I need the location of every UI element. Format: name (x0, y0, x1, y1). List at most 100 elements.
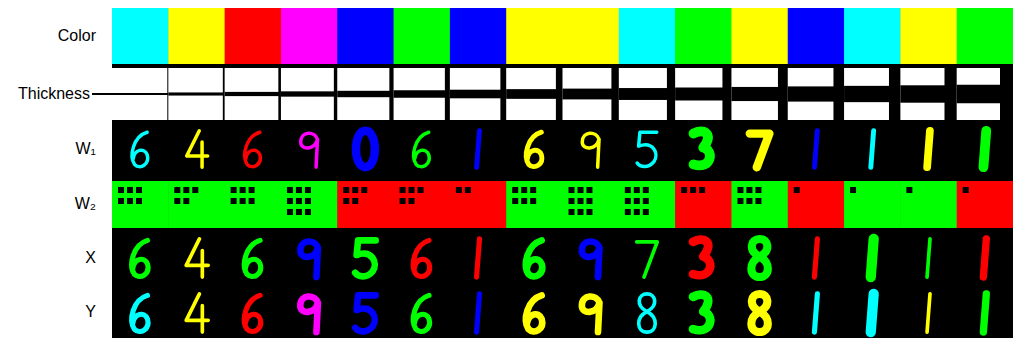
w2-square (409, 187, 415, 193)
w2-square (587, 187, 593, 193)
w1-digit (414, 132, 429, 166)
w2-square (465, 187, 471, 193)
y-digit (132, 295, 148, 331)
w1-digit (582, 133, 599, 167)
w2-square (634, 198, 640, 204)
thickness-bar (225, 92, 282, 96)
w2-square (361, 187, 367, 193)
color-cell (225, 8, 282, 64)
w2-cell (394, 181, 451, 228)
thickness-cell (112, 68, 169, 120)
w2-square (850, 187, 856, 193)
x-digit (300, 241, 318, 277)
y-digit (582, 296, 600, 332)
w2-square (963, 187, 969, 193)
w2-square (634, 209, 640, 215)
row-label: Y (85, 303, 96, 321)
thickness-bar (619, 88, 676, 100)
digit-stroke (414, 132, 429, 166)
w2-square (578, 209, 584, 215)
y-digit (300, 296, 318, 332)
w2-square (578, 198, 584, 204)
color-cell (281, 8, 338, 64)
w2-square (409, 198, 415, 204)
x-digit (871, 239, 874, 277)
w2-square (755, 187, 761, 193)
w1-digit (815, 131, 818, 167)
thickness-cell (563, 68, 620, 120)
color-cell (168, 8, 225, 64)
digit-stroke (582, 296, 600, 332)
y-digit (355, 295, 376, 331)
y-digit (751, 294, 768, 332)
w2-square (287, 187, 293, 193)
w2-square (305, 209, 311, 215)
digit-stroke (526, 295, 542, 331)
w2-cell (112, 181, 169, 228)
color-cell (450, 8, 507, 64)
w2-square (530, 198, 536, 204)
w2-square (578, 187, 584, 193)
y-digit (244, 295, 260, 331)
x-digit (355, 240, 376, 276)
w2-square (287, 198, 293, 204)
w2-cell (731, 181, 788, 228)
y-digit (693, 295, 710, 331)
thickness-bar (281, 91, 338, 96)
w2-square (305, 198, 311, 204)
w2-square (569, 187, 575, 193)
thickness-bar (112, 93, 169, 95)
w2-square (296, 209, 302, 215)
w2-square (231, 198, 237, 204)
w2-cell (225, 181, 282, 228)
thickness-bar (394, 90, 451, 98)
digit-stroke (132, 132, 147, 166)
w2-cell (844, 181, 901, 228)
x-digit (526, 240, 542, 276)
x-digit (132, 240, 148, 276)
color-cell (957, 8, 1013, 64)
thickness-cell (337, 68, 394, 120)
w2-square (174, 198, 180, 204)
w2-cell (563, 181, 620, 228)
w2-square (343, 187, 349, 193)
color-cell (394, 8, 451, 64)
row-label: Color (58, 27, 96, 45)
w2-square (240, 198, 246, 204)
color-cell (563, 8, 620, 64)
w2-square (521, 187, 527, 193)
w2-square (183, 198, 189, 204)
digit-stroke (927, 239, 930, 277)
digit-stroke (526, 132, 541, 166)
digit-stroke (477, 294, 480, 332)
thickness-bar (900, 85, 957, 102)
x-digit (582, 241, 600, 277)
w2-square (127, 187, 133, 193)
x-digit (693, 240, 710, 276)
y-digit (639, 294, 656, 332)
digit-stroke (983, 239, 986, 277)
digit-stroke (186, 239, 208, 277)
w2-square (343, 198, 349, 204)
w2-cell (281, 181, 338, 228)
digit-stroke (751, 294, 768, 332)
w2-square (400, 198, 406, 204)
w2-cell (450, 181, 507, 228)
digit-stroke (637, 242, 658, 277)
w2-square (521, 198, 527, 204)
digit-stroke (927, 131, 930, 167)
w2-square (699, 187, 705, 193)
w2-square (794, 187, 800, 193)
w2-cell (168, 181, 225, 228)
digit-stroke (871, 294, 874, 332)
digit-stroke (186, 294, 208, 332)
digit-stroke (301, 133, 318, 167)
w2-cell (337, 181, 394, 228)
digit-stroke (814, 239, 817, 277)
color-cell (844, 8, 901, 64)
w1-digit (245, 132, 260, 166)
digit-stroke (477, 239, 480, 277)
w2-cell (506, 181, 563, 228)
digit-stroke (356, 131, 375, 167)
